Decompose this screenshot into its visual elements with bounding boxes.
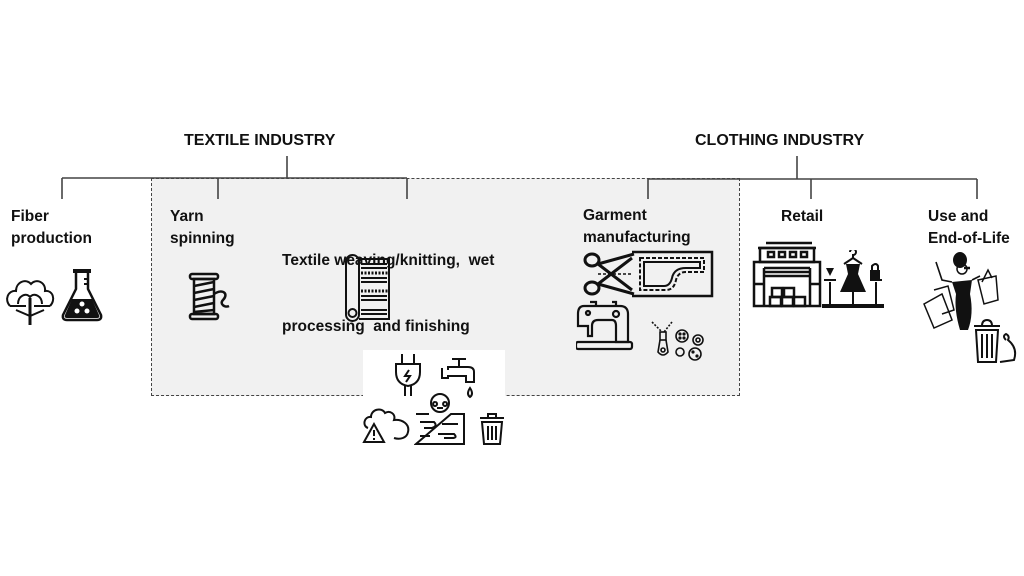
toxic-soil-icon	[414, 393, 465, 445]
stage-label-line1: Fiber	[11, 208, 49, 225]
stage-label-line2: production	[11, 230, 92, 247]
stage-label-line2: End-of-Life	[928, 230, 1010, 247]
stage-label-line1: Yarn	[170, 208, 204, 225]
clothing-industry-header: CLOTHING INDUSTRY	[695, 132, 865, 149]
energy-plug-icon	[395, 354, 421, 396]
stage-yarn-spinning: Yarn spinning	[170, 206, 235, 250]
flask-icon	[61, 269, 103, 322]
zipper-buttons-icon	[651, 321, 704, 361]
stage-use-end-of-life: Use and End-of-Life	[928, 206, 1010, 250]
textile-industry-header: TEXTILE INDUSTRY	[184, 132, 336, 149]
scissors-pattern-icon	[583, 250, 714, 298]
air-pollution-icon	[362, 408, 410, 443]
stage-retail: Retail	[781, 206, 823, 228]
impacts-cutout	[363, 350, 505, 398]
stage-label-line2: processing and finishing	[282, 318, 470, 335]
store-icon	[752, 241, 822, 308]
stage-label-line2: spinning	[170, 230, 235, 247]
cotton-plant-icon	[6, 280, 55, 325]
waste-bin-icon	[480, 413, 504, 445]
stage-garment-manufacturing: Garment manufacturing	[583, 205, 691, 249]
thread-spool-icon	[188, 272, 230, 321]
boutique-display-icon	[822, 250, 884, 308]
stage-label-line1: Use and	[928, 208, 989, 225]
shopper-icon	[923, 252, 999, 330]
stage-label-line1: Retail	[781, 208, 824, 225]
sewing-machine-icon	[576, 300, 634, 351]
stage-label-line1: Garment	[583, 207, 647, 224]
stage-fiber-production: Fiber production	[11, 206, 92, 250]
trash-bag-icon	[974, 318, 1017, 363]
fabric-roll-icon	[345, 254, 390, 322]
water-tap-icon	[441, 358, 475, 399]
stage-label-line2: manufacturing	[583, 229, 691, 246]
